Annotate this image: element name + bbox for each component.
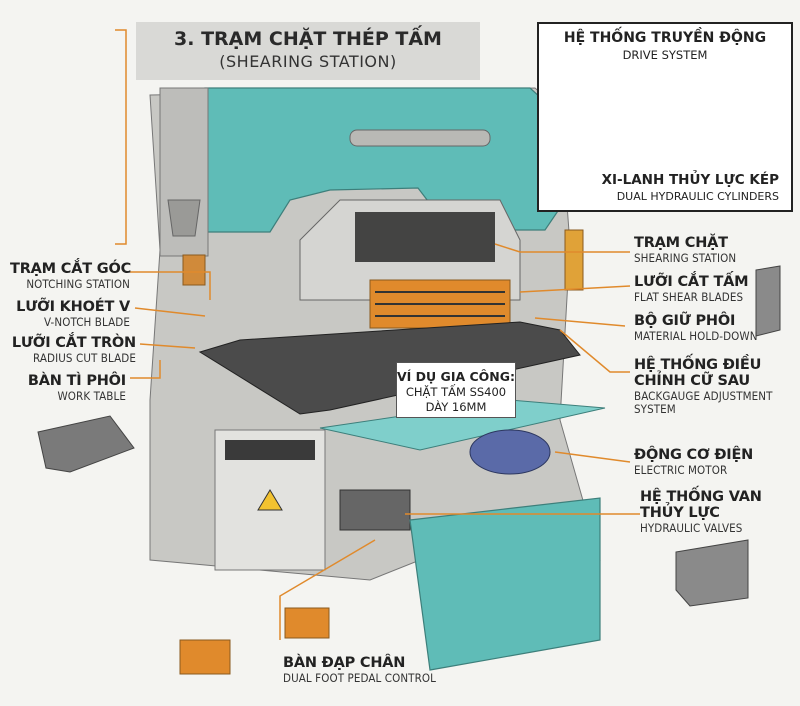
- label-en: V-NOTCH BLADE: [44, 314, 130, 329]
- label-en: FLAT SHEAR BLADES: [634, 289, 744, 304]
- foot-pedal-2: [179, 639, 231, 675]
- page-title: 3. TRẠM CHẶT THÉP TẤM: [174, 28, 442, 50]
- punch-head: [167, 199, 201, 237]
- drive-system-inset: HỆ THỐNG TRUYỀN ĐỘNG DRIVE SYSTEM XI-LAN…: [537, 22, 793, 212]
- drive-title-vi: HỆ THỐNG TRUYỀN ĐỘNG: [563, 30, 767, 46]
- cylinder-label-vi: XI-LANH THỦY LỰC KÉP: [601, 172, 779, 188]
- label-vi: HỆ THỐNG VAN: [640, 489, 762, 505]
- label-vi: LƯỠI CẮT TRÒN: [11, 335, 136, 351]
- teal-door: [409, 497, 601, 671]
- label-vi: ĐỘNG CƠ ĐIỆN: [634, 447, 754, 463]
- label-en: SHEARING STATION: [634, 250, 737, 265]
- top-cylinder: [349, 129, 491, 147]
- cylinder-label-en: DUAL HYDRAULIC CYLINDERS: [616, 190, 779, 203]
- label-material-hold-down: BỘ GIỮ PHÔI MATERIAL HOLD-DOWN: [634, 313, 758, 343]
- hydraulic-valve-block: [339, 489, 411, 531]
- title-box: 3. TRẠM CHẶT THÉP TẤM (SHEARING STATION): [136, 22, 480, 80]
- electric-motor: [469, 429, 551, 475]
- label-foot-pedal: BÀN ĐẠP CHÂN DUAL FOOT PEDAL CONTROL: [283, 655, 436, 685]
- hanging-tag: [564, 229, 584, 291]
- label-en-2: SYSTEM: [634, 401, 676, 416]
- example-title: VÍ DỤ GIA CÔNG:: [397, 369, 516, 384]
- label-vi: BÀN ĐẠP CHÂN: [283, 655, 406, 671]
- punch-ram: [182, 254, 206, 286]
- label-hydraulic-valves: HỆ THỐNG VAN THỦY LỰC HYDRAULIC VALVES: [640, 489, 762, 535]
- label-backgauge: HỆ THỐNG ĐIỀU CHỈNH CỮ SAU BACKGAUGE ADJ…: [634, 357, 773, 416]
- label-en: RADIUS CUT BLADE: [33, 350, 136, 365]
- label-vi: TRẠM CẮT GÓC: [10, 261, 132, 277]
- upper-bracket-line: [115, 29, 127, 245]
- label-en: DUAL FOOT PEDAL CONTROL: [283, 670, 436, 685]
- label-v-notch-blade: LƯỠI KHOÉT V V-NOTCH BLADE: [10, 299, 130, 329]
- label-en: ELECTRIC MOTOR: [634, 462, 728, 477]
- loose-plate: [37, 415, 135, 473]
- callout-lines: [130, 243, 640, 640]
- label-en: BACKGAUGE ADJUSTMENT: [634, 388, 773, 403]
- angle-bar: [675, 539, 749, 607]
- angle-bracket: [755, 265, 781, 337]
- label-vi: LƯỠI KHOÉT V: [16, 299, 130, 315]
- label-vi: BÀN TÌ PHÔI: [27, 373, 126, 389]
- label-vi: TRẠM CHẶT: [634, 235, 728, 251]
- control-panel: [225, 440, 315, 460]
- label-vi-2: CHỈNH CỮ SAU: [634, 372, 750, 389]
- label-vi-2: THỦY LỰC: [640, 504, 720, 521]
- drive-title-en: DRIVE SYSTEM: [622, 48, 708, 62]
- label-vi: HỆ THỐNG ĐIỀU: [634, 357, 762, 373]
- label-shearing-station: TRẠM CHẶT SHEARING STATION: [634, 235, 737, 265]
- foot-pedal-1: [284, 607, 330, 639]
- label-electric-motor: ĐỘNG CƠ ĐIỆN ELECTRIC MOTOR: [634, 447, 754, 477]
- label-vi: LƯỠI CẮT TẤM: [634, 274, 749, 290]
- label-en: MATERIAL HOLD-DOWN: [634, 328, 758, 343]
- label-work-table: BÀN TÌ PHÔI WORK TABLE: [10, 373, 126, 403]
- label-notching-station: TRẠM CẮT GÓC NOTCHING STATION: [10, 261, 132, 291]
- example-material: CHẶT TẤM SS400: [405, 385, 507, 399]
- example-callout: VÍ DỤ GIA CÔNG: CHẶT TẤM SS400 DÀY 16MM: [396, 362, 516, 418]
- label-flat-shear-blades: LƯỠI CẮT TẤM FLAT SHEAR BLADES: [634, 274, 749, 304]
- label-radius-cut-blade: LƯỠI CẮT TRÒN RADIUS CUT BLADE: [6, 335, 136, 365]
- steel-plate: [198, 321, 581, 415]
- label-vi: BỘ GIỮ PHÔI: [634, 313, 736, 329]
- label-en: NOTCHING STATION: [26, 276, 130, 291]
- label-en: WORK TABLE: [57, 388, 126, 403]
- example-thickness: DÀY 16MM: [425, 400, 487, 414]
- blade-block: [355, 212, 495, 262]
- page-subtitle: (SHEARING STATION): [219, 52, 397, 71]
- warning-sign: [257, 489, 283, 511]
- label-en: HYDRAULIC VALVES: [640, 520, 743, 535]
